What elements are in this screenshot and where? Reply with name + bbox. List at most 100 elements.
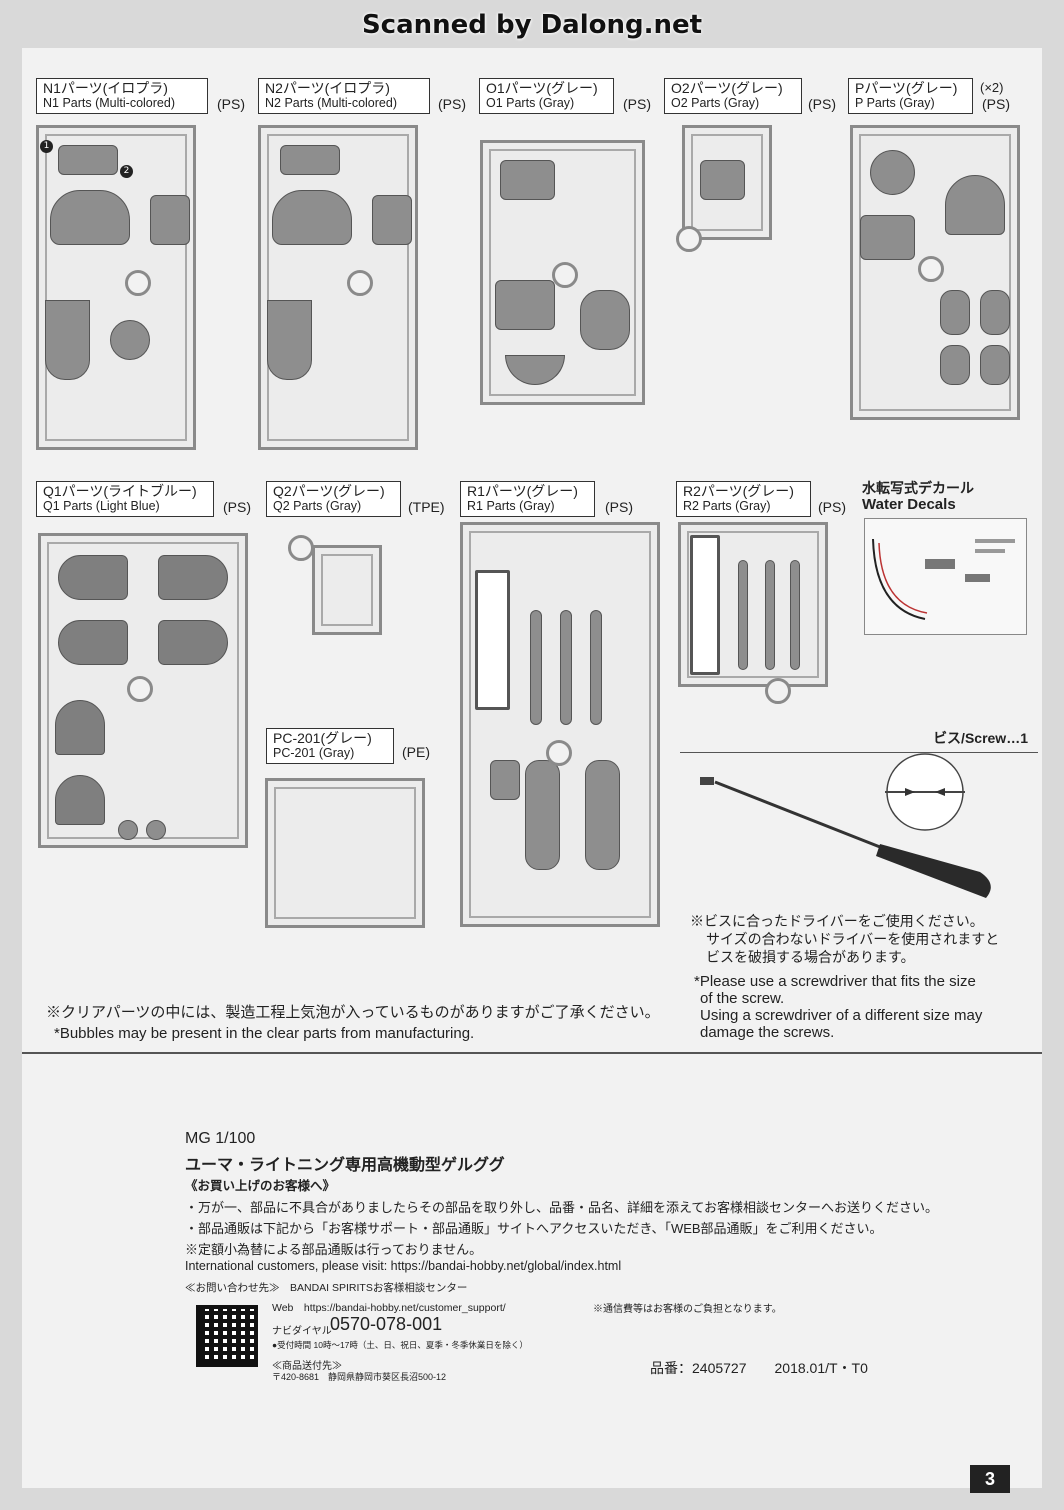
- runner-p-material: (PS): [982, 96, 1010, 112]
- runner-o2-jp: O2パーツ(グレー): [671, 80, 783, 96]
- kit-scale: MG 1/100: [185, 1130, 256, 1147]
- runner-q2-en: Q2 Parts (Gray): [273, 499, 362, 513]
- runner-label-pc: PC-201(グレー) PC-201 (Gray): [266, 728, 394, 764]
- international-link[interactable]: International customers, please visit: h…: [185, 1259, 622, 1273]
- runner-label-n2: N2パーツ(イロプラ) N2 Parts (Multi-colored): [258, 78, 430, 114]
- runner-n1-jp: N1パーツ(イロプラ): [43, 80, 168, 96]
- runner-frame-q2: [312, 545, 382, 635]
- runner-frame-n1: [36, 125, 196, 450]
- runner-frame-o2: [682, 125, 772, 240]
- part-shape: [940, 290, 970, 335]
- runner-n1-material: (PS): [217, 96, 245, 112]
- bubble-note-jp: ※クリアパーツの中には、製造工程上気泡が入っているものがありますがご了承ください…: [46, 1004, 660, 1021]
- part-shape: [272, 190, 352, 245]
- part-number-marker: 2: [120, 165, 133, 178]
- runner-label-r1: R1パーツ(グレー) R1 Parts (Gray): [460, 481, 595, 517]
- decals-title-jp: 水転写式デカール: [862, 480, 974, 496]
- part-shape: [45, 300, 90, 380]
- send-to-label: ≪商品送付先≫: [272, 1361, 342, 1372]
- qr-code[interactable]: [196, 1305, 258, 1367]
- runner-q2-jp: Q2パーツ(グレー): [273, 483, 385, 499]
- runner-n1-en: N1 Parts (Multi-colored): [43, 96, 175, 110]
- part-shape: [700, 160, 745, 200]
- section-divider: [22, 1052, 1042, 1054]
- runner-q1-en: Q1 Parts (Light Blue): [43, 499, 160, 513]
- runner-pc-material: (PE): [402, 744, 430, 760]
- part-shape: [158, 555, 228, 600]
- runner-label-q2: Q2パーツ(グレー) Q2 Parts (Gray): [266, 481, 401, 517]
- part-shape: [372, 195, 412, 245]
- part-number-marker: 1: [40, 140, 53, 153]
- part-shape: [55, 775, 105, 825]
- runner-o1-en: O1 Parts (Gray): [486, 96, 575, 110]
- part-shape: [690, 535, 720, 675]
- screw-note-jp-3: ビスを破損する場合があります。: [706, 949, 915, 965]
- customer-notice-line-3: ※定額小為替による部品通販は行っておりません。: [185, 1242, 483, 1257]
- part-shape: [280, 145, 340, 175]
- runner-label-q1: Q1パーツ(ライトブルー) Q1 Parts (Light Blue): [36, 481, 214, 517]
- runner-label-r2: R2パーツ(グレー) R2 Parts (Gray): [676, 481, 811, 517]
- runner-label-o2: O2パーツ(グレー) O2 Parts (Gray): [664, 78, 802, 114]
- part-shape: [585, 760, 620, 870]
- part-shape: [790, 560, 800, 670]
- part-shape: [50, 190, 130, 245]
- support-web-link[interactable]: Web https://bandai-hobby.net/customer_su…: [272, 1302, 506, 1314]
- runner-label-p: Pパーツ(グレー) P Parts (Gray): [848, 78, 973, 114]
- runner-frame-r1: [460, 522, 660, 927]
- runner-gate-hub: [127, 676, 153, 702]
- runner-gate-hub: [765, 678, 791, 704]
- runner-p-jp: Pパーツ(グレー): [855, 80, 958, 96]
- screw-note-jp-2: サイズの合わないドライバーを使用されますと: [706, 931, 1000, 947]
- page-number: 3: [970, 1465, 1010, 1493]
- runner-r2-jp: R2パーツ(グレー): [683, 483, 794, 499]
- part-shape: [580, 290, 630, 350]
- postage-note: ※通信費等はお客様のご負担となります。: [593, 1304, 782, 1315]
- part-shape: [500, 160, 555, 200]
- runner-r2-en: R2 Parts (Gray): [683, 499, 771, 513]
- runner-gate-hub: [676, 226, 702, 252]
- runner-gate-hub: [125, 270, 151, 296]
- part-shape: [560, 610, 572, 725]
- contact-center: ≪お問い合わせ先≫ BANDAI SPIRITSお客様相談センター: [185, 1282, 468, 1294]
- screw-note-en-4: damage the screws.: [700, 1024, 835, 1041]
- scanner-watermark: Scanned by Dalong.net: [361, 10, 703, 40]
- runner-pc-en: PC-201 (Gray): [273, 746, 355, 760]
- part-shape: [58, 555, 128, 600]
- runner-q2-material: (TPE): [408, 499, 445, 515]
- screw-top-rule: [680, 752, 1038, 753]
- screw-note-en-3: Using a screwdriver of a different size …: [700, 1007, 983, 1024]
- runner-p-en: P Parts (Gray): [855, 96, 935, 110]
- runner-r1-en: R1 Parts (Gray): [467, 499, 555, 513]
- runner-r2-material: (PS): [818, 499, 846, 515]
- runner-r1-jp: R1パーツ(グレー): [467, 483, 578, 499]
- part-shape: [860, 215, 915, 260]
- runner-gate-hub: [347, 270, 373, 296]
- part-shape: [490, 760, 520, 800]
- runner-n2-en: N2 Parts (Multi-colored): [265, 96, 397, 110]
- bubble-note-en: *Bubbles may be present in the clear par…: [54, 1025, 475, 1042]
- part-shape: [525, 760, 560, 870]
- runner-q1-material: (PS): [223, 499, 251, 515]
- runner-pc-jp: PC-201(グレー): [273, 730, 372, 746]
- screw-title: ビス/Screw…1: [933, 730, 1028, 746]
- runner-p-quantity: (×2): [980, 80, 1004, 95]
- screw-note-en-2: of the screw.: [700, 990, 785, 1007]
- runner-n2-material: (PS): [438, 96, 466, 112]
- runner-o1-material: (PS): [623, 96, 651, 112]
- part-shape: [945, 175, 1005, 235]
- part-shape: [980, 345, 1010, 385]
- part-shape: [475, 570, 510, 710]
- customer-notice-line-1: ・万が一、部品に不具合がありましたらその部品を取り外し、品番・品名、詳細を添えて…: [185, 1200, 938, 1215]
- runner-frame-n2: [258, 125, 418, 450]
- screw-note-jp-1: ※ビスに合ったドライバーをご使用ください。: [690, 913, 984, 929]
- runner-gate-hub: [918, 256, 944, 282]
- part-shape: [58, 145, 118, 175]
- part-shape: [530, 610, 542, 725]
- product-code: 品番：2405727 2018.01/T・T0: [650, 1360, 868, 1376]
- screw-note-en-1: *Please use a screwdriver that fits the …: [694, 973, 976, 990]
- part-shape: [55, 700, 105, 755]
- part-shape: [870, 150, 915, 195]
- screwdriver-icon: [700, 753, 991, 898]
- decals-title-en: Water Decals: [862, 496, 956, 513]
- part-shape: [267, 300, 312, 380]
